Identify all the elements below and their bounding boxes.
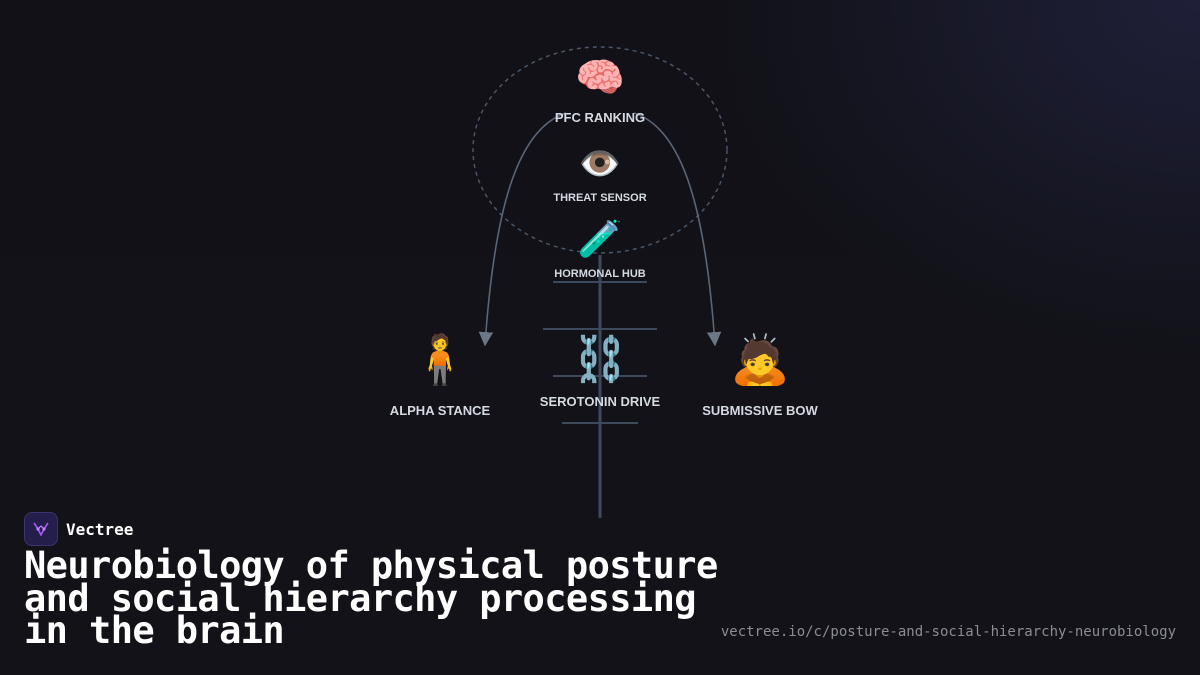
serotonin-drive-label: SEROTONIN DRIVE [539, 394, 661, 409]
eye-icon: 👁️ [578, 144, 622, 184]
vectree-logo-icon [24, 512, 58, 546]
bowing-person-icon: 🙇 [730, 332, 790, 388]
pfc-ranking-label: PFC RANKING [554, 110, 646, 125]
arrow-to-alpha-stance [478, 112, 567, 347]
submissive-bow-label: SUBMISSIVE BOW [702, 403, 818, 418]
test-tube-icon: 🧪 [577, 219, 623, 260]
source-url[interactable]: vectree.io/c/posture-and-social-hierarch… [720, 624, 1176, 640]
brand-name: Vectree [66, 519, 134, 539]
alpha-stance-label: ALPHA STANCE [389, 403, 491, 418]
hormonal-hub-label: HORMONAL HUB [554, 268, 646, 280]
brain-icon: 🧠 [575, 55, 625, 101]
standing-person-icon: 🧍 [410, 332, 470, 388]
brand[interactable]: Vectree [24, 512, 133, 546]
page-title: Neurobiology of physical posture and soc… [24, 544, 718, 652]
brain-region-outline [472, 46, 728, 254]
chain-icon: ⛓️ [572, 334, 628, 385]
arrow-to-submissive-bow [633, 112, 722, 347]
threat-sensor-label: THREAT SENSOR [553, 192, 647, 204]
